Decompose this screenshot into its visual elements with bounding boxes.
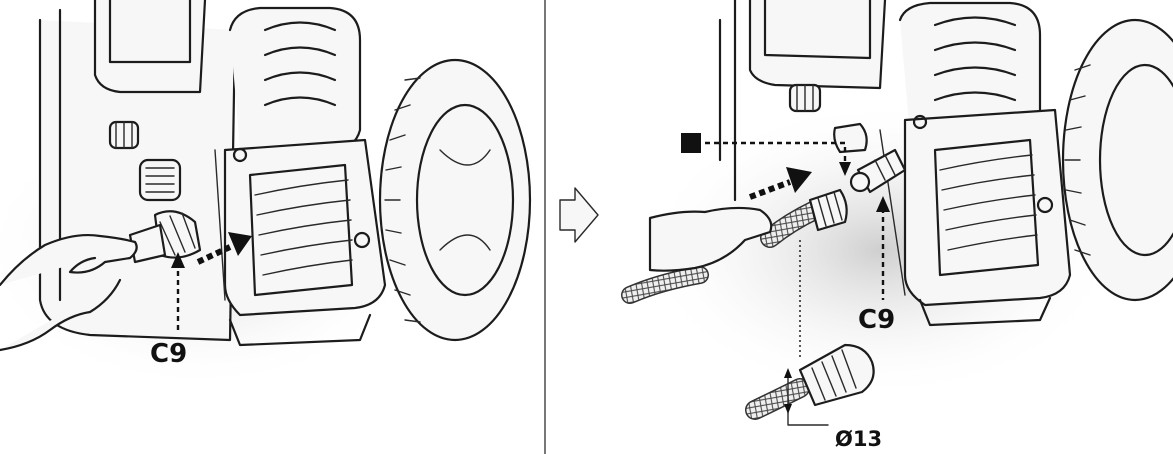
c9-leader-arrowhead [171, 252, 185, 268]
inlet-port [138, 158, 182, 202]
vent-grille [248, 163, 354, 297]
vent-grille [933, 138, 1040, 277]
marker-leader-arrowhead [839, 162, 851, 176]
housing-screw [353, 231, 371, 249]
housing-screw [232, 147, 248, 163]
marker-leader-line [705, 141, 847, 165]
hand [0, 233, 138, 352]
arrow-right-icon [559, 187, 599, 243]
left-panel: C9 [0, 0, 532, 390]
housing-screw [1036, 196, 1054, 214]
hand [648, 206, 773, 272]
diameter-label: Ø13 [835, 427, 882, 451]
inlet-port-with-c9 [833, 122, 907, 194]
push-arrow-icon [748, 167, 812, 200]
c9-label-right: C9 [858, 305, 895, 335]
washer-housing [718, 0, 1072, 327]
washer-wheel [1061, 18, 1173, 302]
diameter-dimension [784, 368, 829, 426]
c9-fitting [128, 210, 202, 264]
washer-housing [38, 0, 387, 347]
c9-leader-arrowhead [876, 196, 890, 212]
washer-wheel [378, 58, 532, 342]
garden-hose [621, 200, 825, 304]
hose-connector [808, 188, 848, 232]
outlet-port [788, 83, 822, 113]
housing-screw [912, 114, 928, 130]
outlet-port [108, 120, 140, 150]
right-panel: C9 Ø13 [621, 0, 1173, 451]
black-square-icon [681, 133, 701, 153]
push-arrow-icon [196, 232, 252, 265]
c9-label-left: C9 [150, 339, 187, 369]
connector-detail [745, 343, 875, 420]
